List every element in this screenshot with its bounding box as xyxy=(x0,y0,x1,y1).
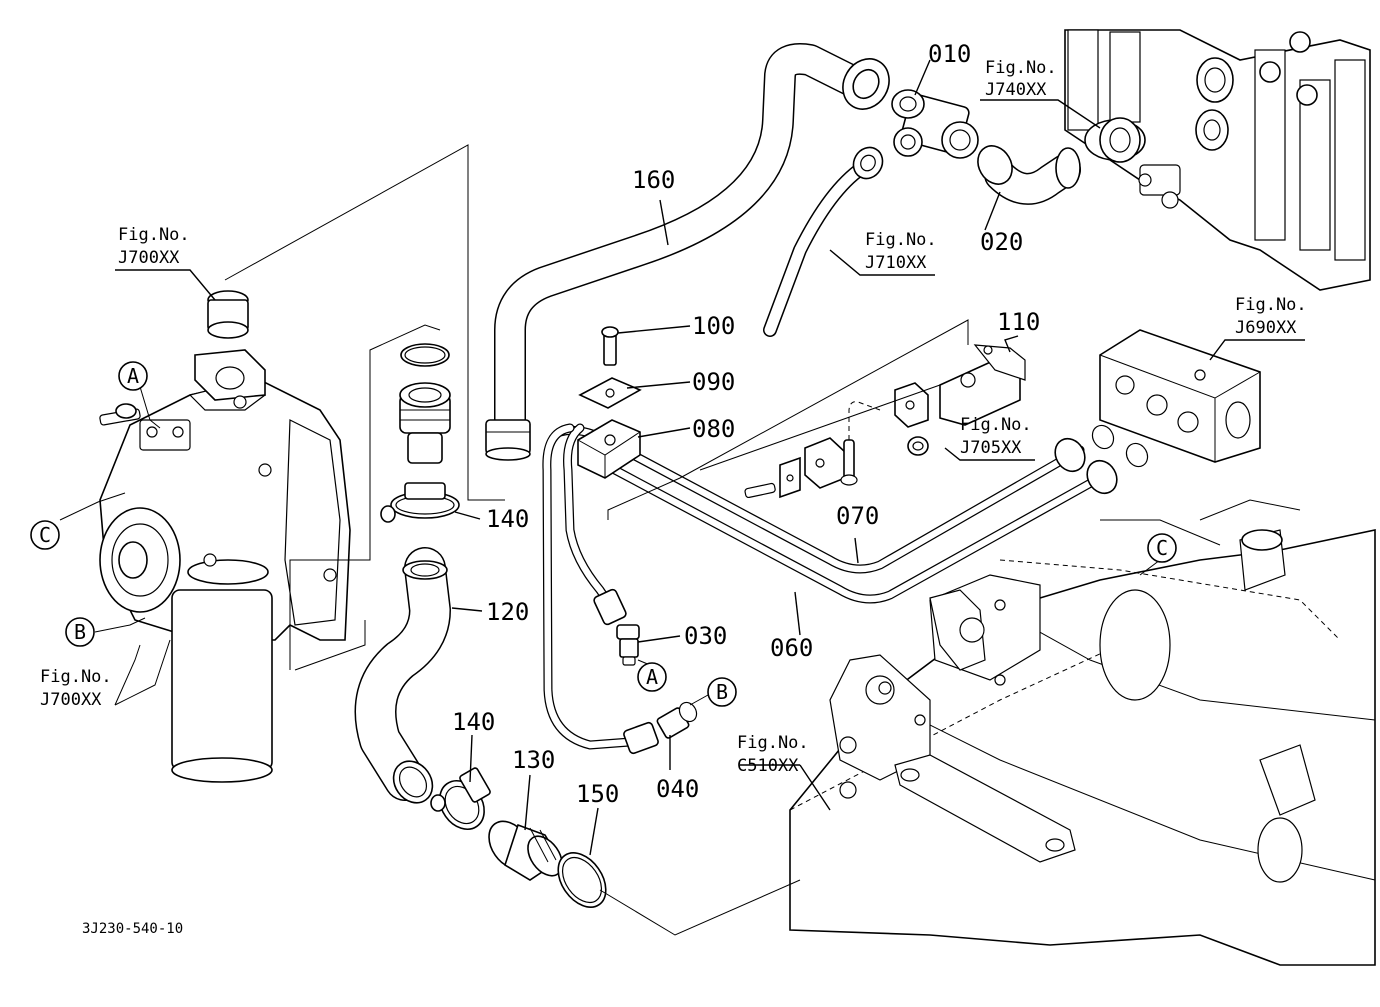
marker-a-fitting-text: A xyxy=(646,665,658,689)
distribution-block xyxy=(1099,329,1261,463)
part-label-040: 040 xyxy=(656,775,699,803)
marker-a-fitting: A xyxy=(637,662,667,692)
part-label-120: 120 xyxy=(486,598,529,626)
figref-j740: Fig.No. J740XX xyxy=(985,58,1057,100)
figref-j700-top-label: Fig.No. xyxy=(118,225,190,245)
pipe-end-fittings xyxy=(593,424,1149,755)
figref-j710-label: Fig.No. xyxy=(865,230,937,250)
part-label-130: 130 xyxy=(512,746,555,774)
oring-150 xyxy=(557,852,607,908)
oring-upper xyxy=(400,343,450,367)
hose-fitting-130 xyxy=(488,820,563,881)
figref-j700-top: Fig.No. J700XX xyxy=(118,225,190,268)
plate-090 xyxy=(578,377,642,409)
figref-c510-code: C510XX xyxy=(737,756,799,776)
pipe-b xyxy=(542,423,635,750)
part-label-060: 060 xyxy=(770,634,813,662)
hose-160 xyxy=(485,43,890,461)
figref-j710: Fig.No. J710XX xyxy=(865,230,937,273)
bracket-110 xyxy=(939,344,1026,426)
bolt-100 xyxy=(601,326,619,366)
suction-hose-120 xyxy=(354,547,451,804)
tee-fitting-010 xyxy=(891,89,979,159)
drawing-code: 3J230-540-10 xyxy=(82,921,183,937)
part-label-090: 090 xyxy=(692,368,735,396)
elbow-fitting-020 xyxy=(977,145,1081,205)
figref-c510: Fig.No. C510XX xyxy=(737,733,809,776)
figref-j705-code: J705XX xyxy=(960,438,1022,458)
part-label-070: 070 xyxy=(836,502,879,530)
marker-c-frame: C xyxy=(1147,533,1177,563)
hose-fitting-upper xyxy=(399,382,451,464)
marker-c-pump-text: C xyxy=(39,523,51,547)
figref-j710-code: J710XX xyxy=(865,253,927,273)
transmission-case xyxy=(789,499,1376,966)
figref-j700-bottom: Fig.No. J700XX xyxy=(40,667,112,710)
figref-j700-bottom-code: J700XX xyxy=(40,690,102,710)
leader-lines xyxy=(59,59,1305,936)
figref-j705-label: Fig.No. xyxy=(960,415,1032,435)
clamp-parts-j705 xyxy=(744,382,929,499)
figref-j740-code: J740XX xyxy=(985,80,1047,100)
marker-b-pump-text: B xyxy=(74,620,86,644)
marker-a-pump: A xyxy=(118,361,148,391)
hose-clamp-140-lower xyxy=(430,767,491,830)
part-label-100: 100 xyxy=(692,312,735,340)
part-label-020: 020 xyxy=(980,228,1023,256)
hose-j710 xyxy=(763,146,884,337)
clamp-080 xyxy=(577,419,641,479)
pipe-a xyxy=(563,423,615,610)
pipe-060 xyxy=(595,455,1110,604)
figref-j690-code: J690XX xyxy=(1235,318,1297,338)
control-valve-assembly xyxy=(1064,29,1371,291)
figref-j700-top-code: J700XX xyxy=(118,248,180,268)
figref-j740-label: Fig.No. xyxy=(985,58,1057,78)
part-label-150: 150 xyxy=(576,780,619,808)
marker-c-frame-text: C xyxy=(1156,536,1168,560)
pump-bolt xyxy=(99,403,141,426)
figref-c510-label: Fig.No. xyxy=(737,733,809,753)
marker-a-pump-text: A xyxy=(127,364,139,388)
part-label-110: 110 xyxy=(997,308,1040,336)
figref-j700-bottom-label: Fig.No. xyxy=(40,667,112,687)
fitting-030 xyxy=(616,624,640,666)
part-label-140-lower: 140 xyxy=(452,708,495,736)
figref-j705: Fig.No. J705XX xyxy=(960,415,1032,458)
pump-fitting-upper xyxy=(207,290,249,339)
figref-j690-label: Fig.No. xyxy=(1235,295,1307,315)
part-label-010: 010 xyxy=(928,40,971,68)
part-label-080: 080 xyxy=(692,415,735,443)
hydraulic-pump xyxy=(99,349,351,783)
marker-b-fitting-text: B xyxy=(716,680,728,704)
marker-c-pump: C xyxy=(30,520,60,550)
marker-b-fitting: B xyxy=(707,677,737,707)
fitting-040 xyxy=(656,701,698,739)
part-label-160: 160 xyxy=(632,166,675,194)
part-label-030: 030 xyxy=(684,622,727,650)
figref-j690: Fig.No. J690XX xyxy=(1235,295,1307,338)
marker-b-pump: B xyxy=(65,617,95,647)
part-label-140-upper: 140 xyxy=(486,505,529,533)
hose-clamp-140-upper xyxy=(380,482,460,523)
